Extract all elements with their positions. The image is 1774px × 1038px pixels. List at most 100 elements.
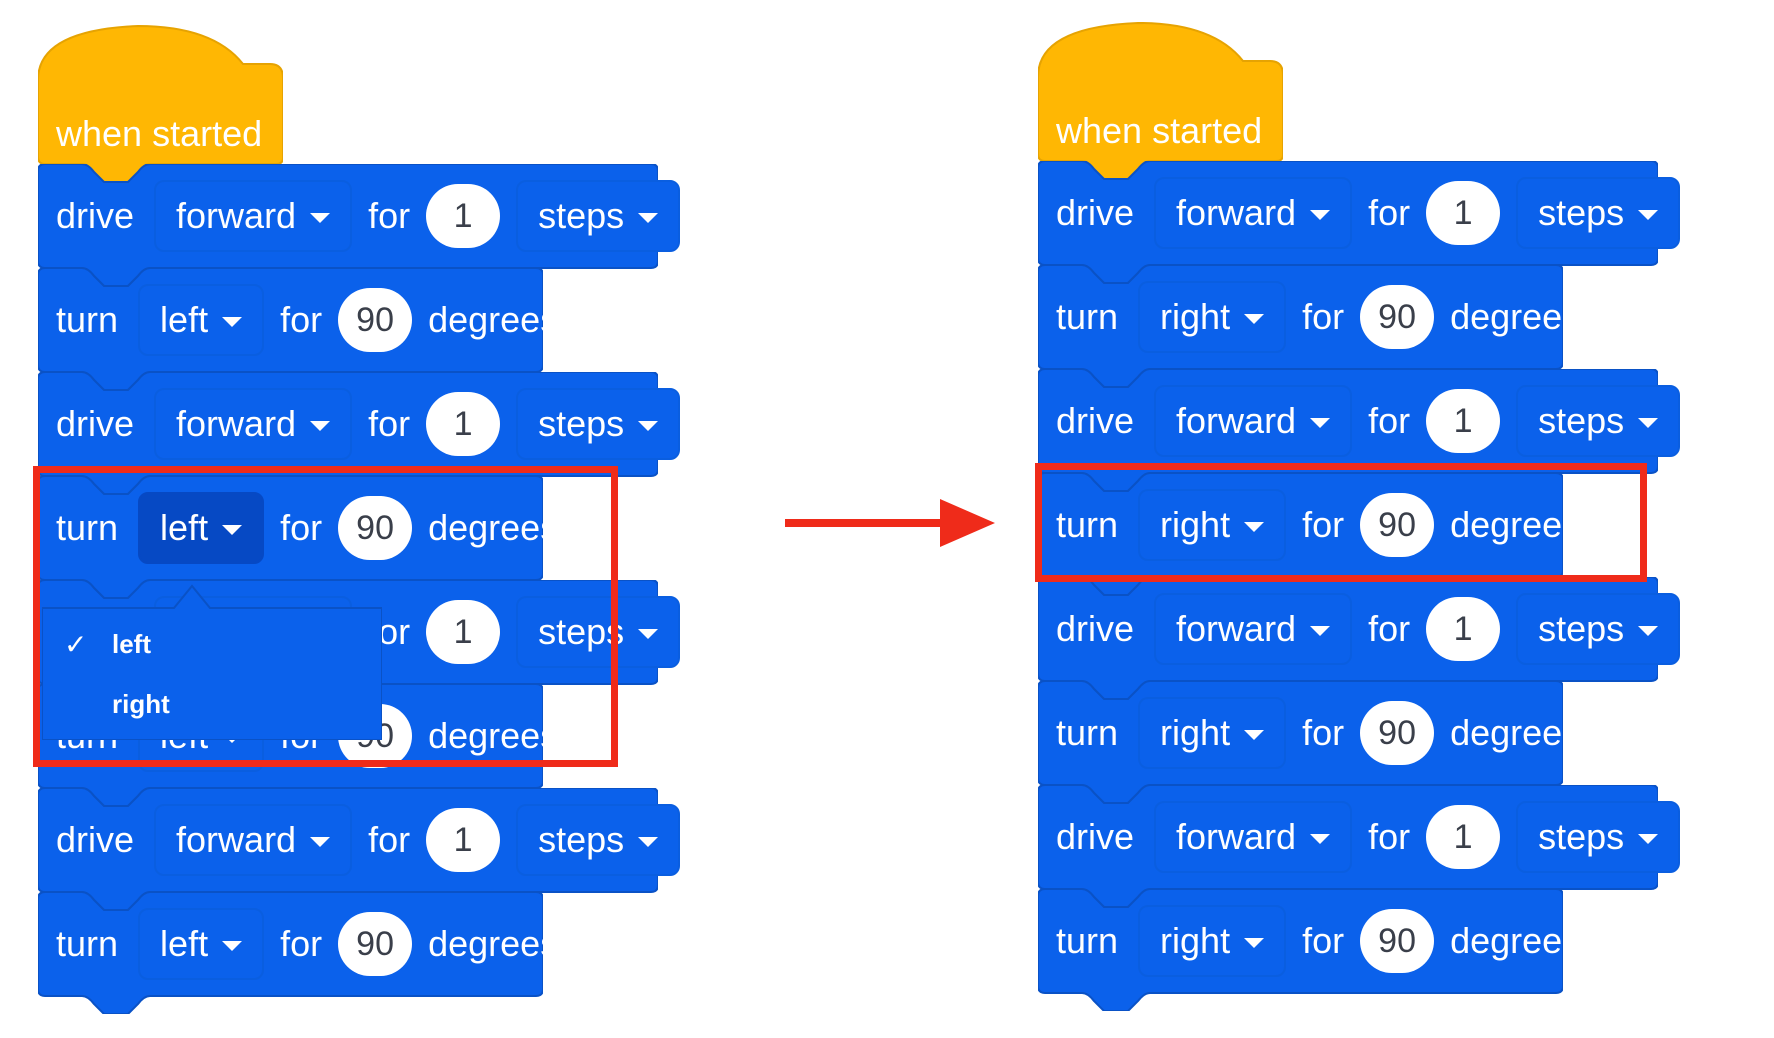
steps-value-input[interactable]: 1 [426, 392, 501, 456]
caret-down-icon [638, 420, 659, 431]
unit-dropdown[interactable]: steps [1516, 593, 1681, 665]
direction-dropdown[interactable]: forward [154, 388, 353, 460]
for-keyword: for [1368, 816, 1411, 857]
unit-dropdown[interactable]: steps [516, 596, 681, 668]
dropdown-value: forward [1176, 192, 1297, 233]
degrees-value-input[interactable]: 90 [338, 288, 413, 352]
turn-direction-dropdown[interactable]: left [138, 284, 265, 356]
degrees-label: degrees [1450, 712, 1581, 753]
degrees-value-input[interactable]: 90 [1360, 493, 1435, 557]
unit-dropdown[interactable]: steps [516, 804, 681, 876]
when-started-hat-block[interactable]: when started [38, 22, 283, 184]
turn-direction-dropdown[interactable]: left [138, 908, 265, 980]
caret-down-icon [1310, 209, 1331, 220]
unit-dropdown[interactable]: steps [516, 180, 681, 252]
drive-block[interactable]: drive forward for 1 steps [1038, 369, 1681, 491]
caret-down-icon [1244, 729, 1265, 740]
direction-dropdown[interactable]: forward [154, 804, 353, 876]
direction-dropdown[interactable]: forward [154, 180, 353, 252]
dropdown-value: forward [1176, 608, 1297, 649]
unit-dropdown[interactable]: steps [1516, 801, 1681, 873]
caret-down-icon [310, 420, 331, 431]
turn-block[interactable]: turn right for 90 degrees [1038, 681, 1580, 803]
turn-direction-dropdown[interactable]: right [1138, 905, 1287, 977]
degrees-value-input[interactable]: 90 [1360, 909, 1435, 973]
caret-down-icon [1638, 417, 1659, 428]
turn-direction-dropdown[interactable]: right [1138, 489, 1287, 561]
for-keyword: for [1368, 400, 1411, 441]
for-keyword: for [280, 923, 323, 964]
unit-dropdown[interactable]: steps [1516, 385, 1681, 457]
turn-direction-dropdown[interactable]: right [1138, 281, 1287, 353]
turn-direction-dropdown[interactable]: right [1138, 697, 1287, 769]
direction-dropdown[interactable]: forward [1154, 593, 1353, 665]
dropdown-value: steps [538, 819, 625, 860]
turn-direction-dropdown[interactable]: left [138, 492, 265, 564]
menu-option-label: right [112, 688, 170, 719]
dropdown-value: left [160, 299, 209, 340]
when-started-hat-block[interactable]: when started [1038, 19, 1283, 181]
dropdown-value: forward [1176, 400, 1297, 441]
menu-option-left[interactable]: ✓ left [42, 614, 382, 674]
degrees-label: degrees [1450, 296, 1581, 337]
dropdown-value: forward [1176, 816, 1297, 857]
steps-value-input[interactable]: 1 [1426, 597, 1501, 661]
direction-dropdown[interactable]: forward [1154, 385, 1353, 457]
unit-dropdown[interactable]: steps [1516, 177, 1681, 249]
dropdown-value: steps [1538, 400, 1625, 441]
direction-dropdown[interactable]: forward [1154, 801, 1353, 873]
degrees-label: degrees [428, 715, 559, 756]
turn-keyword: turn [1056, 296, 1119, 337]
dropdown-value: right [1160, 712, 1231, 753]
steps-value-input[interactable]: 1 [1426, 181, 1501, 245]
caret-down-icon [638, 212, 659, 223]
drive-keyword: drive [56, 819, 135, 860]
for-keyword: for [368, 195, 411, 236]
degrees-value-input[interactable]: 90 [1360, 285, 1435, 349]
dropdown-value: right [1160, 296, 1231, 337]
arrow-right-icon [785, 499, 995, 547]
steps-value-input[interactable]: 1 [426, 184, 501, 248]
degrees-value-input[interactable]: 90 [1360, 701, 1435, 765]
steps-value-input[interactable]: 1 [426, 808, 501, 872]
steps-value-input[interactable]: 1 [426, 600, 501, 664]
menu-option-right[interactable]: right [42, 674, 382, 734]
for-keyword: for [1302, 712, 1345, 753]
hat-label: when started [1056, 110, 1263, 151]
turn-keyword: turn [56, 299, 119, 340]
degrees-label: degrees [1450, 920, 1581, 961]
caret-down-icon [1638, 209, 1659, 220]
steps-value-input[interactable]: 1 [1426, 389, 1501, 453]
drive-keyword: drive [1056, 400, 1135, 441]
degrees-value-input[interactable]: 90 [338, 912, 413, 976]
unit-dropdown[interactable]: steps [516, 388, 681, 460]
dropdown-value: forward [176, 403, 297, 444]
direction-dropdown[interactable]: forward [1154, 177, 1353, 249]
dropdown-value: forward [176, 195, 297, 236]
for-keyword: for [1302, 504, 1345, 545]
steps-value-input[interactable]: 1 [1426, 805, 1501, 869]
degrees-label: degrees [428, 923, 559, 964]
drive-keyword: drive [1056, 608, 1135, 649]
degrees-value-input[interactable]: 90 [338, 496, 413, 560]
degrees-label: degrees [428, 507, 559, 548]
turn-keyword: turn [1056, 712, 1119, 753]
